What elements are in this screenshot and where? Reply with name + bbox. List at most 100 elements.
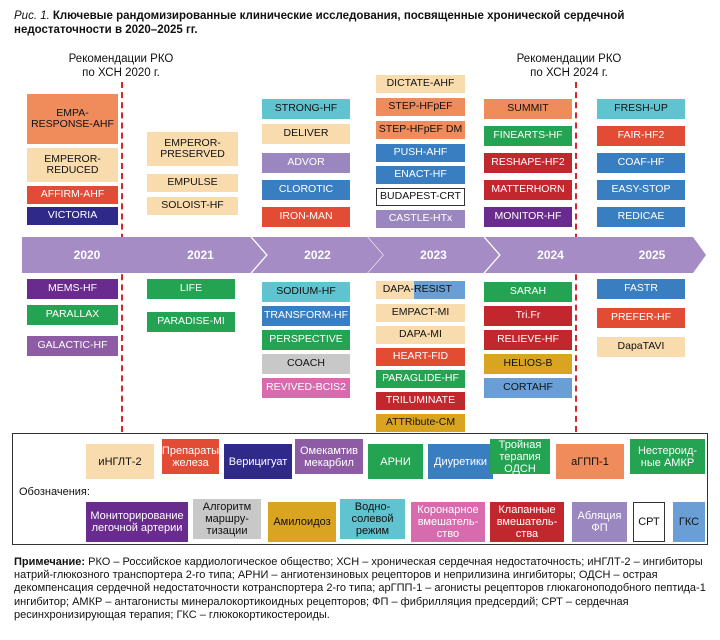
trial-box: STEP-HFpEF — [376, 98, 465, 116]
figure-title-text: Ключевые рандомизированные клинические и… — [14, 10, 625, 36]
timeline-arrow-2025: 2025 — [598, 237, 706, 273]
trial-box: DELIVER — [262, 124, 350, 144]
legend-item: иНГЛТ-2 — [86, 444, 154, 479]
trial-box: EMPACT-MI — [376, 304, 465, 322]
recommendation-2024: Рекомендации РКО по ХСН 2024 г. — [510, 52, 628, 80]
trial-box: BUDAPEST-CRT — [376, 188, 465, 206]
legend-item: Клапанные вмешатель-ства — [490, 502, 564, 542]
trial-box: ENACT-HF — [376, 166, 465, 184]
timeline-arrow-2020: 2020 — [22, 237, 152, 273]
trial-box: CLOROTIC — [262, 180, 350, 200]
trial-box: RESHAPE-HF2 — [484, 153, 572, 173]
legend-item: Препараты железа — [162, 439, 219, 474]
legend-item: аГПП-1 — [556, 444, 624, 479]
trial-box: HELIOS-B — [484, 354, 572, 374]
legend-item: Мониторирование легочной артерии — [86, 502, 188, 542]
trial-box: EMPULSE — [147, 174, 238, 192]
dapa-resist-right: RESIST — [414, 281, 465, 299]
trial-box: PREFER-HF — [597, 308, 685, 328]
year-label: 2022 — [304, 248, 331, 262]
trial-box: GALACTIC-HF — [27, 336, 118, 356]
legend-title: Обозначения: — [19, 486, 90, 498]
trial-box: PERSPECTIVE — [262, 330, 350, 350]
trial-box: TRILUMINATE — [376, 392, 465, 410]
trial-box: Tri.Fr — [484, 306, 572, 326]
timeline-arrow-2022: 2022 — [252, 237, 383, 273]
legend-item: ГКС — [673, 502, 705, 542]
legend-item: Водно-солевой режим — [340, 499, 405, 539]
timeline-arrow-2024: 2024 — [485, 237, 616, 273]
recommendation-line: Рекомендации РКО — [68, 53, 174, 65]
trial-box: SUMMIT — [484, 99, 572, 119]
trial-box: REVIVED-BCIS2 — [262, 378, 350, 398]
trial-box: FINEARTS-HF — [484, 126, 572, 146]
trial-box: FASTR — [597, 279, 685, 299]
trial-box: MONITOR-HF — [484, 207, 572, 227]
trial-box: EMPEROR-REDUCED — [27, 148, 118, 182]
recommendation-line: по ХСН 2024 г. — [530, 67, 608, 79]
legend-item: АРНИ — [368, 444, 423, 479]
trial-box: STEP-HFpEF DM — [376, 121, 465, 139]
trial-box: RELIEVE-HF — [484, 330, 572, 350]
year-label: 2025 — [638, 248, 666, 262]
trial-box: MEMS-HF — [27, 279, 118, 299]
trial-box: SARAH — [484, 282, 572, 302]
trial-box: DAPA-MI — [376, 326, 465, 344]
trial-box: ADVOR — [262, 153, 350, 173]
trial-box: SODIUM-HF — [262, 282, 350, 302]
trial-box: SOLOIST-HF — [147, 197, 238, 215]
trial-box: HEART-FID — [376, 348, 465, 366]
recommendation-line: по ХСН 2020 г. — [82, 67, 160, 79]
trial-box: MATTERHORN — [484, 180, 572, 200]
trial-box: FRESH-UP — [597, 99, 685, 119]
legend-item: Алгоритм маршру-тизации — [193, 499, 261, 539]
trial-box: PARALLAX — [27, 305, 118, 325]
trial-box: PARAGLIDE-HF — [376, 370, 465, 388]
year-label: 2023 — [420, 248, 447, 262]
trial-box: DICTATE-AHF — [376, 75, 465, 93]
trial-box: FAIR-HF2 — [597, 126, 685, 146]
legend-item: Тройная терапия ОДСН — [490, 439, 550, 475]
note-label: Примечание: — [14, 556, 86, 568]
year-label: 2020 — [73, 248, 101, 262]
trial-box: COACH — [262, 354, 350, 374]
trial-box: EASY-STOP — [597, 180, 685, 200]
trial-box: REDICAE — [597, 207, 685, 227]
legend-item: Абляция ФП — [572, 502, 627, 542]
figure-title: Рис. 1.Ключевые рандомизированные клинич… — [14, 9, 704, 37]
dapa-resist-left: DAPA- — [376, 281, 414, 299]
legend-item: Коронарное вмешатель-ство — [411, 502, 485, 542]
year-label: 2021 — [187, 248, 214, 262]
trial-box: PUSH-AHF — [376, 144, 465, 162]
trial-box: TRANSFORM-HF — [262, 306, 350, 326]
timeline-arrow-2021: 2021 — [135, 237, 266, 273]
trial-box: CORTAHF — [484, 378, 572, 398]
legend-item: СРТ — [633, 502, 665, 542]
trial-box: VICTORIA — [27, 207, 118, 225]
year-label: 2024 — [537, 248, 564, 262]
trial-box: LIFE — [147, 279, 235, 299]
trial-box: AFFIRM-AHF — [27, 186, 118, 204]
legend-item: Омекамтив мекарбил — [295, 439, 363, 474]
legend-item: Диуретики — [428, 444, 493, 479]
timeline-arrow-2023: 2023 — [368, 237, 499, 273]
legend-item: Нестероид-ные АМКР — [630, 439, 705, 474]
trial-box: STRONG-HF — [262, 99, 350, 119]
legend-item: Амилоидоз — [268, 502, 336, 542]
legend-item: Верицигуат — [224, 444, 292, 479]
note-text: РКО – Российское кардиологическое общест… — [14, 556, 706, 621]
trial-box: DapaTAVI — [597, 337, 685, 357]
recommendation-line: Рекомендации РКО — [516, 53, 622, 65]
trial-box: IRON-MAN — [262, 207, 350, 227]
trial-box: COAF-HF — [597, 153, 685, 173]
trial-box: DAPA-RESIST — [376, 281, 465, 299]
trial-box: EMPEROR-PRESERVED — [147, 132, 238, 166]
recommendation-2020: Рекомендации РКО по ХСН 2020 г. — [62, 52, 180, 80]
note: Примечание: РКО – Российское кардиологич… — [14, 556, 708, 622]
trial-box: PARADISE-MI — [147, 312, 235, 332]
figure-number: Рис. 1. — [14, 10, 50, 22]
trial-box: CASTLE-HTx — [376, 210, 465, 228]
trial-box: EMPA-RESPONSE-AHF — [27, 94, 118, 144]
trial-box: ATTRibute-CM — [376, 414, 465, 432]
